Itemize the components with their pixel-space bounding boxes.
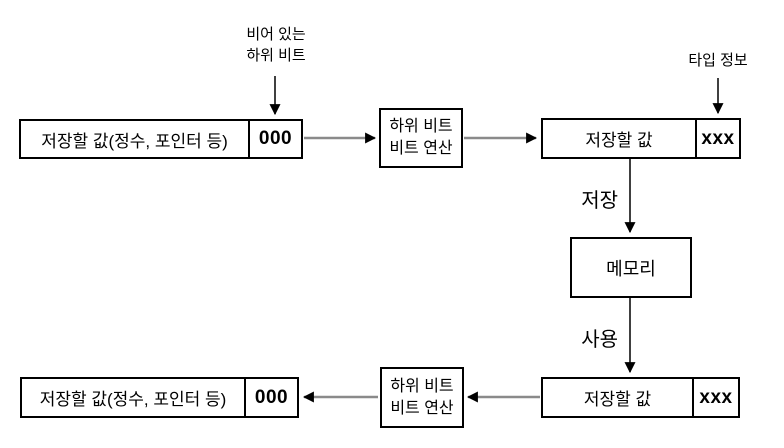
top-bit-op-line2: 비트 연산: [389, 140, 453, 157]
empty-low-bits-note-line2: 하위 비트: [246, 47, 306, 64]
type-info-note: 타입 정보: [688, 52, 748, 69]
bottom-bit-op-box: 하위 비트 비트 연산: [380, 367, 464, 428]
top-value-tag: 000: [248, 121, 301, 157]
top-tagged-value-box: 저장할 값 xxx: [541, 118, 741, 159]
bottom-tagged-value-box: 저장할 값 xxx: [541, 377, 740, 418]
bottom-value-label: 저장할 값(정수, 포인터 등): [39, 390, 227, 409]
memory-box: 메모리: [570, 237, 692, 298]
bottom-tagged-label: 저장할 값: [583, 390, 652, 409]
bottom-bit-op-line1: 하위 비트: [390, 377, 454, 395]
top-value-label: 저장할 값(정수, 포인터 등): [41, 131, 228, 151]
top-tagged-tag: xxx: [695, 120, 739, 157]
empty-low-bits-note: 비어 있는 하위 비트: [216, 24, 336, 66]
empty-low-bits-note-line1: 비어 있는: [246, 26, 306, 43]
bottom-bit-op-line2: 비트 연산: [390, 399, 454, 417]
top-value-box: 저장할 값(정수, 포인터 등) 000: [19, 119, 303, 159]
bottom-tagged-tag: xxx: [692, 379, 738, 416]
bottom-value-tag: 000: [244, 379, 297, 416]
bottom-value-box: 저장할 값(정수, 포인터 등) 000: [20, 377, 299, 418]
use-edge-label: 사용: [581, 329, 618, 351]
top-bit-op-line1: 하위 비트: [389, 118, 453, 136]
top-bit-op-box: 하위 비트 비트 연산: [379, 108, 463, 168]
store-edge-label: 저장: [581, 190, 618, 212]
top-tagged-label: 저장할 값: [585, 131, 653, 150]
